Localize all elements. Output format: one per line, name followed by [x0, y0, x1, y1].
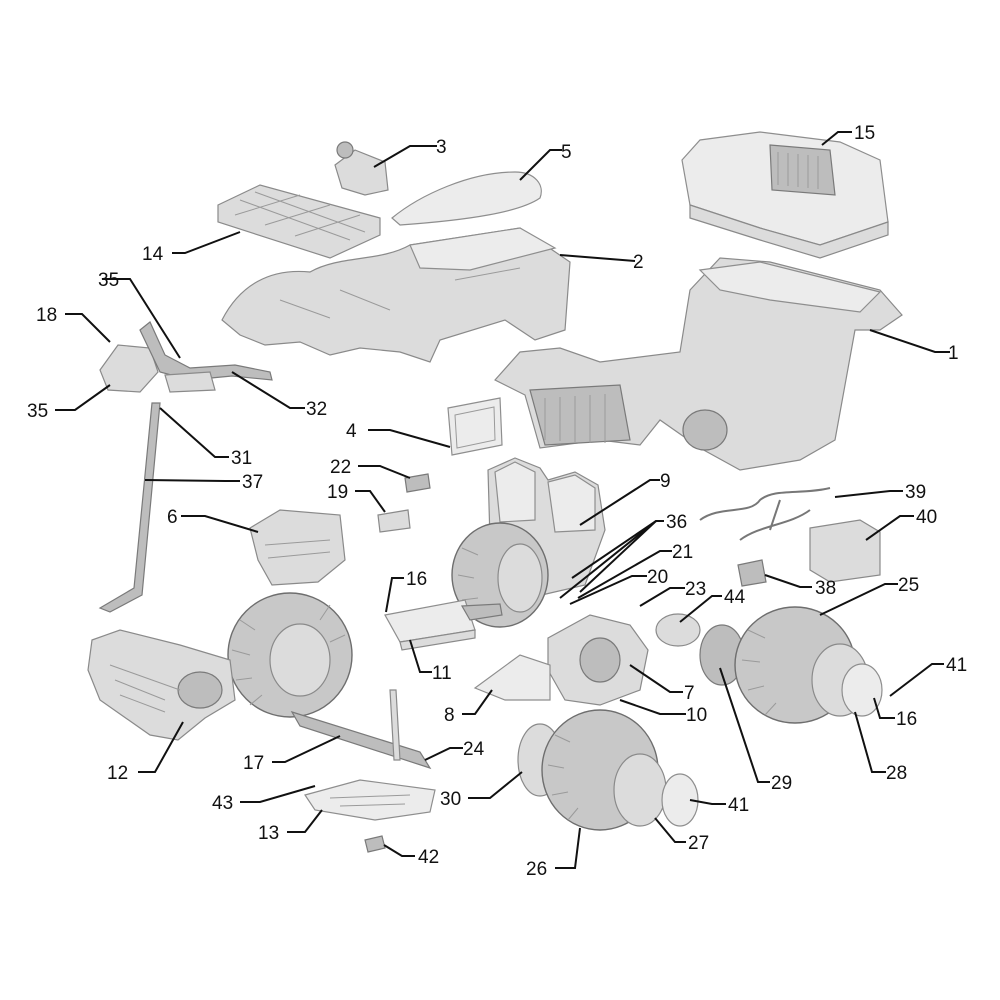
callout-11: 11	[432, 663, 452, 684]
part-front-bumper	[87, 629, 236, 741]
callout-17: 17	[243, 753, 264, 774]
leader-lines	[55, 131, 950, 869]
callout-38: 38	[815, 578, 836, 599]
callout-40: 40	[916, 507, 937, 528]
callout-25: 25	[898, 575, 919, 596]
part-front-gearbox-cover	[249, 509, 346, 586]
callout-26: 26	[526, 859, 547, 880]
callout-19: 19	[327, 482, 348, 503]
part-skid-plate	[304, 779, 436, 821]
callout-2: 2	[633, 252, 644, 273]
callout-8: 8	[444, 705, 455, 726]
callout-21: 21	[672, 542, 693, 563]
callout-23: 23	[685, 579, 706, 600]
callout-16-lower: 16	[896, 709, 917, 730]
part-axle-hub	[655, 613, 745, 686]
part-wiring-harness	[699, 487, 831, 541]
callout-22: 22	[330, 457, 351, 478]
part-front-wheel	[227, 592, 353, 718]
callout-36: 36	[666, 512, 687, 533]
part-front-axle	[290, 689, 432, 770]
callout-20: 20	[647, 567, 668, 588]
callout-9: 9	[660, 471, 671, 492]
part-handlebar-assembly	[99, 321, 273, 393]
callout-16-upper: 16	[406, 569, 427, 590]
callout-37: 37	[242, 472, 263, 493]
callout-35-lower: 35	[27, 401, 48, 422]
part-rear-left-wheel	[451, 522, 549, 628]
callout-28: 28	[886, 763, 907, 784]
callout-27: 27	[688, 833, 709, 854]
callout-41-upper: 41	[946, 655, 967, 676]
callout-3: 3	[436, 137, 447, 158]
part-rear-body	[494, 257, 903, 471]
part-rear-gearbox	[473, 614, 649, 706]
part-cargo-rack	[217, 184, 381, 259]
callout-30: 30	[440, 789, 461, 810]
part-seat	[391, 171, 542, 226]
callout-12: 12	[107, 763, 128, 784]
callout-42: 42	[418, 847, 439, 868]
part-small-switches	[377, 473, 431, 533]
part-switch-frame	[447, 397, 503, 456]
callout-24: 24	[463, 739, 485, 760]
callout-41-lower: 41	[728, 795, 749, 816]
callout-39: 39	[905, 482, 926, 503]
part-steering-bracket	[334, 141, 389, 196]
callout-15: 15	[854, 123, 875, 144]
part-connector	[364, 835, 386, 853]
callout-7: 7	[684, 683, 695, 704]
callout-6: 6	[167, 507, 178, 528]
callout-14: 14	[142, 244, 164, 265]
part-rear-right-wheel	[734, 606, 883, 724]
part-battery	[809, 519, 881, 583]
part-relay	[737, 559, 767, 587]
callout-10: 10	[686, 705, 707, 726]
part-front-right-wheel	[517, 709, 699, 831]
part-front-fender-body	[221, 227, 571, 363]
part-steering-shaft	[98, 402, 161, 613]
part-rear-storage-box	[681, 131, 889, 259]
part-battery-tray	[384, 599, 503, 651]
callout-44: 44	[724, 587, 746, 608]
callout-35-upper: 35	[98, 270, 119, 291]
callout-31: 31	[231, 448, 252, 469]
callout-32: 32	[306, 399, 327, 420]
callout-29: 29	[771, 773, 792, 794]
callout-5: 5	[561, 142, 572, 163]
callout-4: 4	[346, 421, 357, 442]
callout-1: 1	[948, 343, 959, 364]
callout-13: 13	[258, 823, 279, 844]
callout-43: 43	[212, 793, 233, 814]
callout-labels: 1 2 3 4 5 6 7 8 9 10 11 12 13 14 15 16 1…	[27, 123, 967, 880]
callout-18: 18	[36, 305, 57, 326]
